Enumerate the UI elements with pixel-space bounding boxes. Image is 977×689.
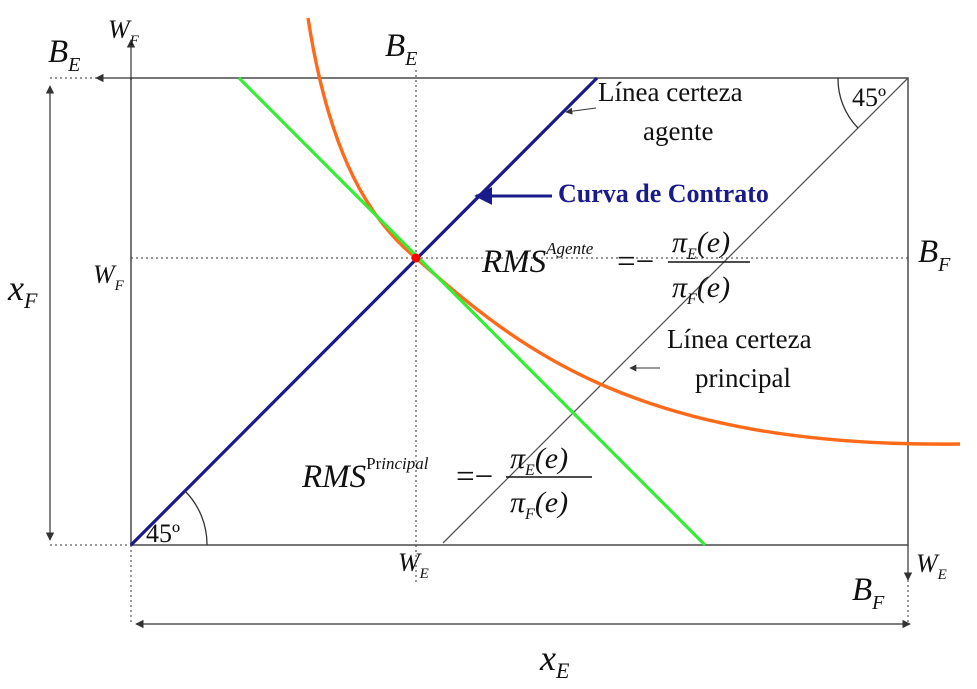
label-xe: xE xyxy=(539,638,570,683)
svg-text:RMSPrincipal: RMSPrincipal xyxy=(301,454,429,495)
agent-line-label-2: agente xyxy=(643,116,713,146)
svg-text:RMSAgente: RMSAgente xyxy=(481,239,594,280)
edgeworth-box xyxy=(130,77,909,546)
label-bottom-mid-w: WE xyxy=(398,548,429,582)
label-mid-left-w: WF xyxy=(93,260,125,294)
rms-agent-formula: RMSAgente =− πE(e) πF(e) xyxy=(481,226,750,308)
angle-arc-top xyxy=(837,77,859,129)
principal-certainty-line xyxy=(442,77,909,544)
equilibrium-point xyxy=(411,253,421,263)
agent-certainty-line xyxy=(129,76,599,547)
agent-line-label-1: Línea certeza xyxy=(598,77,743,107)
label-bottom-right-b: BF xyxy=(852,572,885,614)
angle-arc-bottom xyxy=(184,490,208,546)
principal-line-label-1: Línea certeza xyxy=(667,324,812,354)
label-bottom-right-w: WE xyxy=(916,549,947,583)
rms-principal-formula: RMSPrincipal =− πE(e) πF(e) xyxy=(301,442,592,523)
principal-line-label-2: principal xyxy=(695,363,791,393)
label-top-mid-b: BE xyxy=(385,28,417,70)
svg-text:πE(e): πE(e) xyxy=(510,442,568,479)
tangent-line xyxy=(237,76,707,547)
label-xf: xF xyxy=(7,268,38,313)
contract-curve-label: Curva de Contrato xyxy=(558,179,769,208)
svg-text:πE(e): πE(e) xyxy=(672,226,730,263)
agent-line-pointer xyxy=(565,107,597,115)
svg-text:πF(e): πF(e) xyxy=(672,271,730,308)
svg-text:=−: =− xyxy=(456,459,493,495)
label-right-b: BF xyxy=(918,234,951,276)
svg-text:πF(e): πF(e) xyxy=(510,486,568,523)
angle-label-bottom: 45º xyxy=(146,519,180,548)
angle-label-top: 45º xyxy=(852,83,886,112)
svg-text:=−: =− xyxy=(617,244,654,280)
indifference-curve xyxy=(306,17,961,446)
label-top-left-w: WF xyxy=(108,15,140,49)
label-top-left-b: BE xyxy=(48,34,80,76)
